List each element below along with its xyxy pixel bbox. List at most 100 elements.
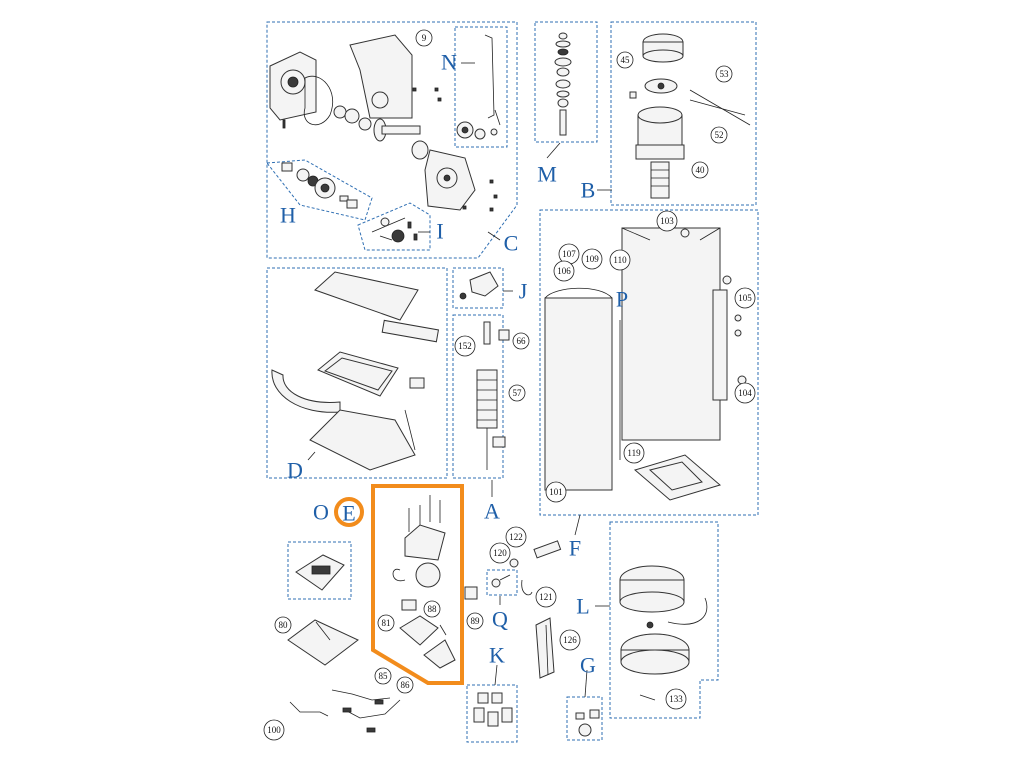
- svg-text:106: 106: [557, 266, 571, 276]
- svg-text:9: 9: [422, 33, 427, 43]
- svg-text:89: 89: [471, 616, 481, 626]
- group-letter-a[interactable]: A: [484, 499, 500, 524]
- group-q-border: [486, 569, 518, 596]
- group-m-border: [534, 21, 598, 143]
- group-letter-o[interactable]: O: [313, 500, 329, 525]
- svg-text:100: 100: [267, 725, 281, 735]
- group-q-parts: [491, 574, 511, 588]
- group-f-parts: [544, 227, 747, 501]
- group-l-border: [609, 521, 719, 719]
- part-89-shape: [464, 586, 478, 600]
- svg-text:126: 126: [563, 635, 577, 645]
- group-letter-n[interactable]: N: [441, 50, 457, 75]
- group-e-highlight: [371, 484, 464, 685]
- svg-text:107: 107: [562, 249, 576, 259]
- group-letter-b[interactable]: B: [581, 178, 596, 203]
- plate-80-parts: [287, 619, 359, 666]
- group-n-parts: [456, 34, 501, 140]
- callout-45: 45: [616, 51, 634, 69]
- svg-text:40: 40: [696, 165, 706, 175]
- group-g-parts: [575, 709, 600, 737]
- svg-text:53: 53: [720, 69, 730, 79]
- callout-119: 119: [623, 442, 645, 464]
- group-k-border: [466, 684, 518, 743]
- callout-152: 152: [454, 335, 476, 357]
- group-c-border: [266, 21, 518, 259]
- svg-text:66: 66: [517, 336, 527, 346]
- callout-85: 85: [374, 667, 392, 685]
- callout-9: 9: [415, 29, 433, 47]
- svg-text:120: 120: [493, 548, 507, 558]
- leader-lines: [307, 62, 612, 698]
- group-letter-q[interactable]: Q: [492, 607, 508, 632]
- svg-text:110: 110: [613, 255, 627, 265]
- group-n-border: [454, 26, 508, 148]
- callout-110: 110: [609, 249, 631, 271]
- group-j-border: [452, 267, 504, 309]
- group-letter-g[interactable]: G: [580, 653, 596, 678]
- callout-100: 100: [263, 719, 285, 741]
- group-d-parts: [271, 271, 440, 471]
- callout-86: 86: [396, 676, 414, 694]
- svg-text:152: 152: [458, 341, 472, 351]
- callout-52: 52: [710, 126, 728, 144]
- callout-88: 88: [423, 600, 441, 618]
- callout-80: 80: [274, 616, 292, 634]
- callout-106: 106: [553, 260, 575, 282]
- group-letter-h[interactable]: H: [280, 203, 296, 228]
- part-126-parts: [535, 617, 555, 679]
- svg-text:81: 81: [382, 618, 391, 628]
- group-b-parts: [629, 33, 751, 199]
- svg-text:119: 119: [627, 448, 641, 458]
- group-i-border: [357, 202, 431, 251]
- group-letter-p[interactable]: P: [616, 287, 628, 312]
- callout-104: 104: [734, 382, 756, 404]
- svg-text:103: 103: [660, 216, 674, 226]
- group-letter-k[interactable]: K: [489, 643, 505, 668]
- callout-103: 103: [656, 210, 678, 232]
- group-letter-d[interactable]: D: [287, 458, 303, 483]
- group-o-parts: [295, 554, 345, 591]
- group-d-border: [266, 267, 448, 479]
- callout-81: 81: [377, 614, 395, 632]
- callout-101: 101: [545, 481, 567, 503]
- group-letter-l[interactable]: L: [576, 594, 589, 619]
- group-i-parts: [371, 217, 418, 243]
- svg-text:133: 133: [669, 694, 683, 704]
- group-j-parts: [459, 271, 499, 300]
- callout-57: 57: [508, 384, 526, 402]
- callout-105: 105: [734, 287, 756, 309]
- svg-text:85: 85: [379, 671, 389, 681]
- group-b-border: [610, 21, 757, 206]
- group-letter-i[interactable]: I: [436, 219, 443, 244]
- svg-text:45: 45: [621, 55, 631, 65]
- svg-text:57: 57: [513, 388, 523, 398]
- group-letter-j[interactable]: J: [519, 279, 528, 304]
- group-m-parts: [554, 32, 572, 136]
- group-g-border: [566, 696, 603, 741]
- group-l-parts: [619, 565, 708, 701]
- group-letter-e[interactable]: E: [342, 501, 355, 526]
- callout-89: 89: [466, 612, 484, 630]
- lock-parts: [509, 540, 562, 596]
- group-letter-m[interactable]: M: [537, 162, 557, 187]
- callout-53: 53: [715, 65, 733, 83]
- group-letter-c[interactable]: C: [504, 231, 519, 256]
- svg-text:52: 52: [715, 130, 724, 140]
- svg-text:109: 109: [585, 254, 599, 264]
- svg-text:105: 105: [738, 293, 752, 303]
- callout-109: 109: [581, 248, 603, 270]
- svg-text:121: 121: [539, 592, 553, 602]
- svg-text:101: 101: [549, 487, 563, 497]
- callout-122: 122: [505, 526, 527, 548]
- group-h-border: [266, 159, 373, 221]
- group-letter-f[interactable]: F: [569, 536, 581, 561]
- group-k-parts: [473, 692, 513, 727]
- group-e-parts: [392, 495, 456, 669]
- callout-126: 126: [559, 629, 581, 651]
- svg-text:80: 80: [279, 620, 289, 630]
- group-c-parts: [269, 34, 498, 212]
- svg-text:122: 122: [509, 532, 523, 542]
- group-a-parts: [476, 321, 510, 470]
